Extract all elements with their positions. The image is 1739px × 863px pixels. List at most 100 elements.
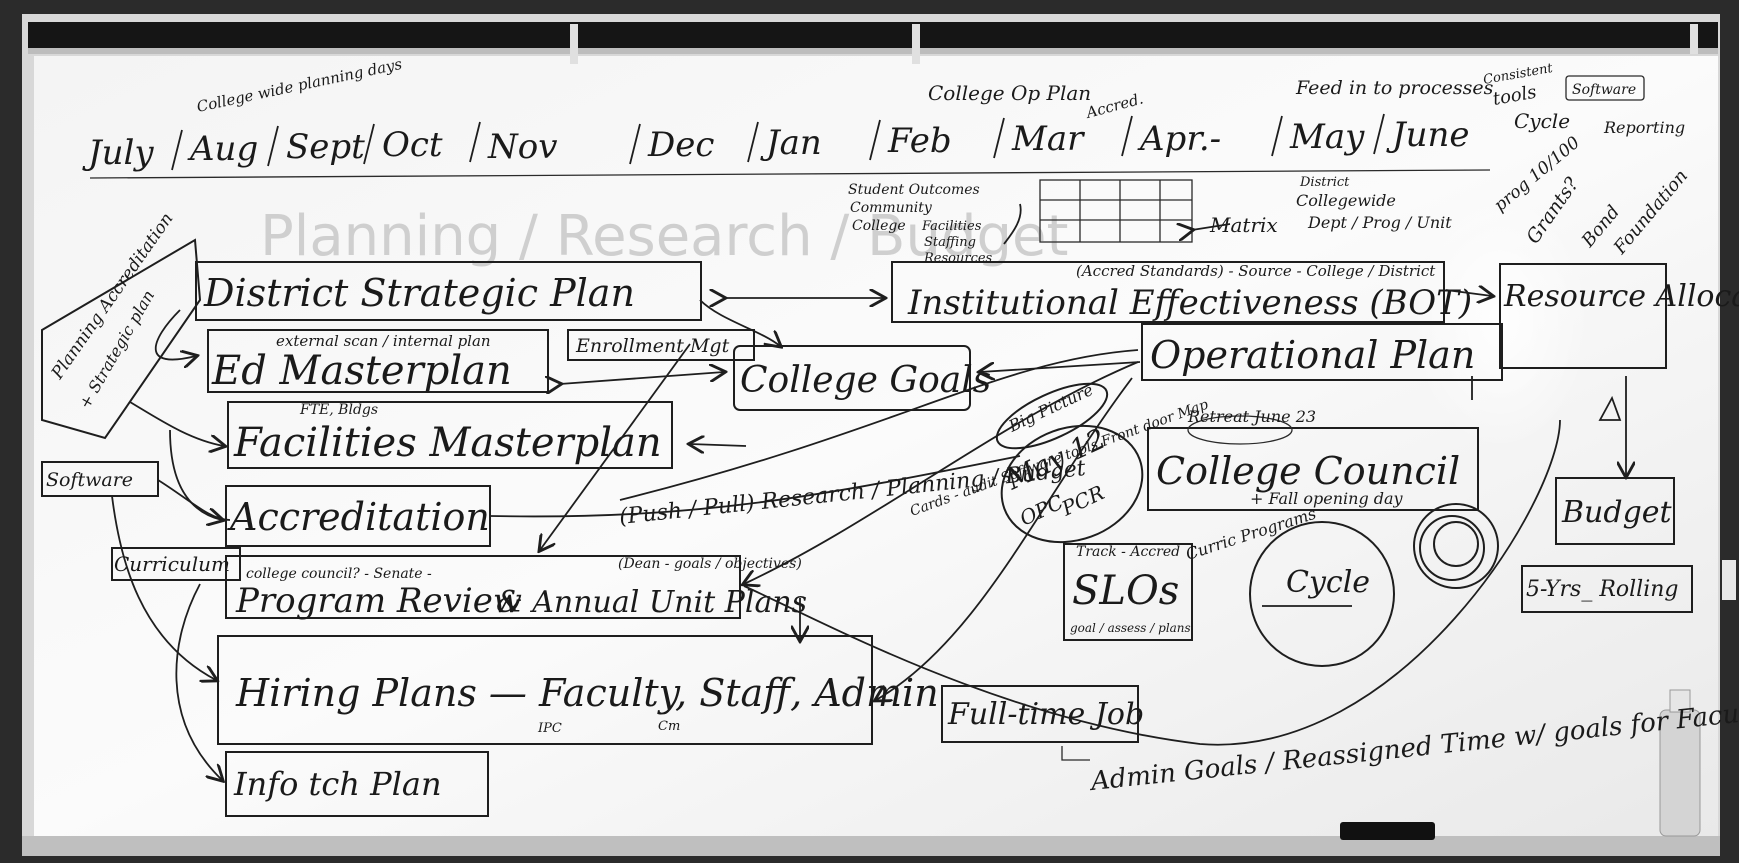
operational-plan-box (1141, 323, 1503, 381)
bracket-outcomes (1003, 203, 1022, 245)
month-label: Jan (760, 123, 822, 163)
month-separator (869, 119, 881, 161)
month-label: Mar (1011, 119, 1085, 159)
slo-label: SLOs (1072, 568, 1179, 614)
month-label: Nov (487, 127, 557, 167)
spray-nozzle (1669, 689, 1691, 713)
month-label: Sept (286, 127, 365, 167)
op-plan-note: College Op Plan (928, 81, 1091, 105)
line-operational-research (619, 349, 1139, 501)
arrow-operational-hiring (876, 377, 1133, 700)
ed-master-label: Ed Masterplan (211, 348, 512, 394)
district-note: District (1299, 175, 1350, 190)
cycle-top-note: Cycle (1514, 109, 1570, 133)
arrow-edmaster-goals (560, 372, 724, 384)
ed-master-note: external scan / internal plan (276, 332, 491, 350)
long-return-curve (743, 419, 1561, 746)
eraser (1340, 822, 1435, 840)
budget-box (1555, 477, 1675, 545)
unit-plans-label: & Annual Unit Plans (496, 585, 807, 620)
program-review-label: Program Review (235, 581, 522, 621)
may-oval (1000, 424, 1144, 544)
software-note-box (1565, 75, 1645, 101)
marker-tray (22, 836, 1720, 856)
month-separator (267, 125, 279, 167)
community-note: Community (850, 200, 933, 216)
feed-note: Feed in to processes (1295, 77, 1494, 99)
rail-trim (28, 48, 1718, 54)
month-label: Feb (887, 121, 952, 161)
student-outcomes-note: Student Outcomes (848, 182, 980, 198)
arrow-operational-goals (980, 361, 1141, 372)
arrow-software-accred (157, 479, 231, 521)
small-triangle (1598, 395, 1622, 421)
arrow-left-accreditation (169, 429, 222, 520)
month-separator (993, 117, 1005, 159)
infotech-box (225, 751, 489, 817)
arrow-district-goals (699, 299, 780, 346)
month-label: July (82, 133, 154, 173)
college-council-note: + Fall opening day (1250, 489, 1404, 508)
resources-note: Resources (923, 251, 993, 266)
month-separator (363, 123, 375, 165)
cm-note: Cm (658, 719, 680, 734)
rolling-label: 5-Yrs_ Rolling (1526, 577, 1679, 602)
ie-note: (Accred Standards) - Source - College / … (1076, 262, 1436, 280)
arrow-curric-infotech (175, 583, 222, 780)
wall-switch (1722, 560, 1736, 600)
whiteboard-surface (34, 56, 1718, 836)
unit-plans-note: (Dean - goals / objectives) (618, 556, 802, 572)
ie-label: Institutional Effectiveness (BOT) (907, 283, 1472, 323)
software-box (41, 461, 159, 497)
district-plan-box (195, 261, 702, 321)
rail-clip (1690, 24, 1698, 54)
fulltime-job-box (941, 685, 1139, 743)
district-plan-label: District Strategic Plan (203, 271, 635, 315)
arrow-left-facilities (129, 401, 224, 446)
month-separator (1121, 115, 1133, 157)
facilities-note: FTE, Bldgs (299, 402, 378, 418)
month-label: June (1386, 115, 1470, 155)
college-goals-label: College Goals (740, 360, 991, 401)
rail-clip (570, 24, 578, 64)
slo-note: Track - Accred (1076, 544, 1180, 560)
software-top-note: Software (1572, 82, 1636, 98)
month-separator (469, 121, 481, 163)
retreat-note: Retreat June 23 (1187, 407, 1316, 426)
curriculum-box (111, 547, 241, 581)
slo-box (1063, 543, 1193, 641)
program-review-note: college council? - Senate - (246, 566, 432, 582)
operational-plan-label: Operational Plan (1150, 333, 1475, 377)
college-note: College (852, 218, 906, 234)
college-goals-box (733, 345, 971, 411)
timeline-underline (89, 169, 1491, 179)
fulltime-job-label: Full-time Job (947, 697, 1144, 732)
month-separator (629, 123, 641, 165)
curriculum-label: Curriculum (114, 552, 230, 576)
big-picture-ellipse (995, 382, 1109, 450)
month-label: Apr.- (1137, 119, 1221, 159)
arrow-left-edmaster (154, 309, 196, 360)
hiring-plans-label: Hiring Plans — Faculty, Staff, Admin (235, 671, 939, 715)
month-label: Oct (382, 125, 443, 165)
collegewide-note: Collegewide (1296, 191, 1396, 210)
retreat-ellipse (1187, 415, 1293, 445)
arrow-software-hiring (111, 495, 216, 680)
cycle-circle (1249, 521, 1395, 667)
resource-allocation-label: Resource Allocation (1503, 279, 1739, 314)
month-separator (1373, 113, 1385, 155)
cycle-label: Cycle (1286, 565, 1370, 600)
month-label: Aug (187, 129, 258, 169)
planning-accreditation-outline (41, 238, 202, 440)
arrow-to-facilities (690, 444, 747, 446)
month-separator (747, 121, 759, 163)
rail-clip (912, 24, 920, 64)
software-label: Software (46, 469, 133, 491)
ed-master-box (207, 329, 549, 393)
month-label: May (1289, 117, 1365, 157)
arrow-matrix (1192, 224, 1231, 230)
month-separator (1271, 115, 1283, 157)
line-accreditation-right (489, 455, 1021, 518)
facilities-label: Facilities Masterplan (233, 420, 662, 466)
